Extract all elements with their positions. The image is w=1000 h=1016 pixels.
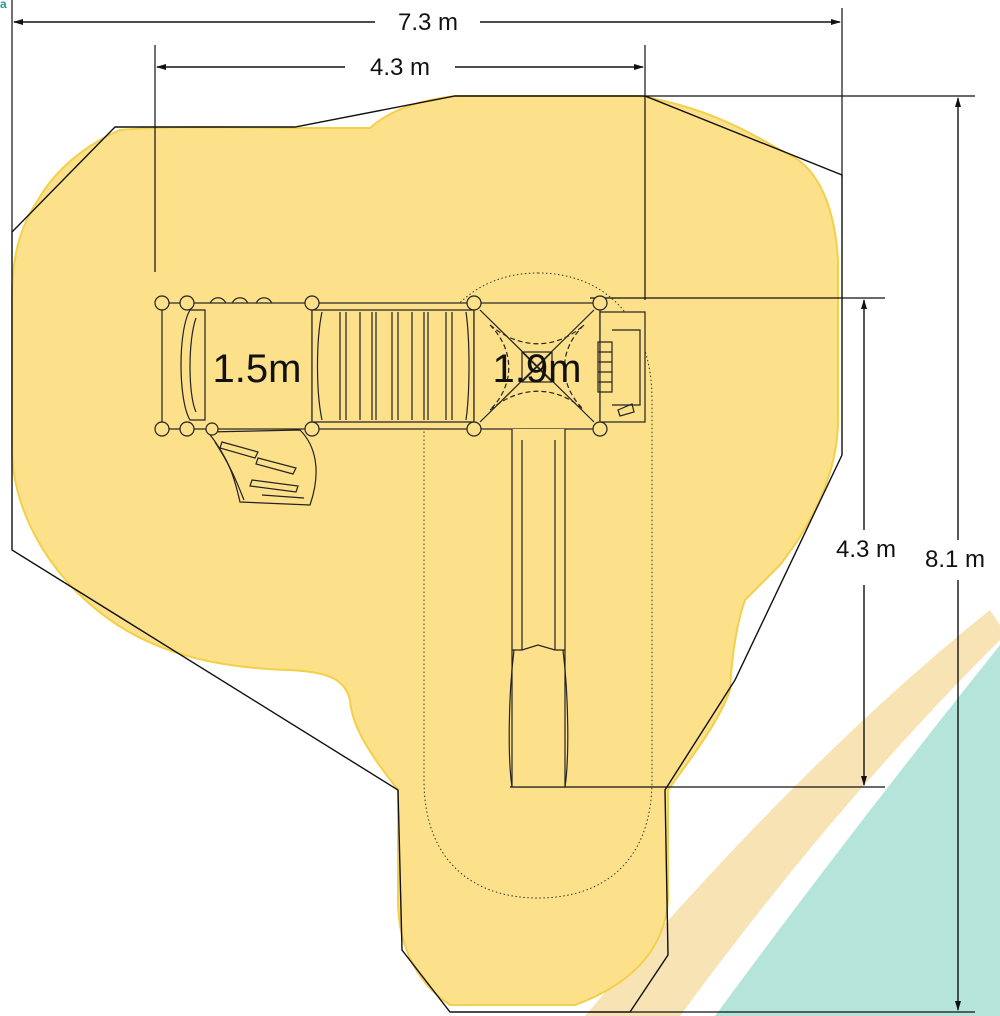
left-panel — [180, 309, 206, 421]
play-structure — [161, 297, 646, 788]
overall-depth-label: 8.1 m — [925, 546, 985, 573]
post — [179, 421, 195, 437]
bridge — [311, 302, 475, 430]
post — [154, 421, 170, 437]
post — [466, 421, 482, 437]
post — [179, 295, 195, 311]
post — [592, 295, 608, 311]
post — [304, 421, 320, 437]
post — [466, 295, 482, 311]
structure-width-label: 4.3 m — [370, 54, 430, 81]
dimension-lines — [13, 19, 961, 1011]
use-zone-boundary — [11, 95, 843, 1013]
post — [304, 295, 320, 311]
cream-decor-band — [585, 610, 1000, 1016]
extension-lines — [11, 0, 975, 1013]
post — [154, 295, 170, 311]
bridge-planks — [316, 311, 470, 421]
post — [205, 422, 219, 436]
overall-width-label: 7.3 m — [398, 9, 458, 36]
right-deck-height-label: 1.9m — [493, 347, 582, 391]
slide — [511, 429, 566, 788]
posts — [154, 295, 608, 437]
teal-decor-band — [715, 645, 1000, 1016]
left-deck-height-label: 1.5m — [213, 347, 302, 391]
safety-zone — [11, 95, 839, 1006]
corner-brand-mark: a — [0, 0, 7, 11]
post — [592, 421, 608, 437]
structure-depth-label: 4.3 m — [836, 536, 896, 563]
